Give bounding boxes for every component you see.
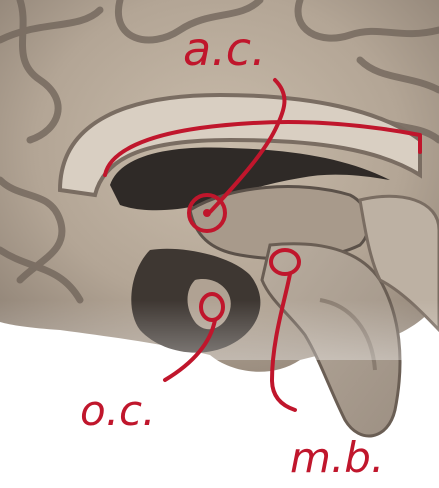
thalamus bbox=[188, 185, 371, 261]
ac-circle bbox=[187, 193, 227, 233]
label-oc: o.c. bbox=[80, 386, 156, 435]
annotation-ink bbox=[103, 78, 422, 412]
oc-circle bbox=[199, 292, 225, 322]
lateral-ventricle bbox=[110, 147, 390, 211]
annotation-labels: a.c. o.c. m.b. bbox=[80, 22, 384, 482]
ac-pointer-line bbox=[208, 78, 287, 214]
label-ac: a.c. bbox=[183, 22, 266, 76]
sulci bbox=[0, 0, 439, 304]
ac-dot bbox=[203, 209, 211, 217]
mb-circle bbox=[269, 248, 301, 276]
mb-leader-line bbox=[270, 272, 297, 412]
label-mb: m.b. bbox=[290, 433, 384, 482]
ac-bracket-line bbox=[103, 120, 422, 177]
oc-leader-line bbox=[163, 318, 217, 382]
